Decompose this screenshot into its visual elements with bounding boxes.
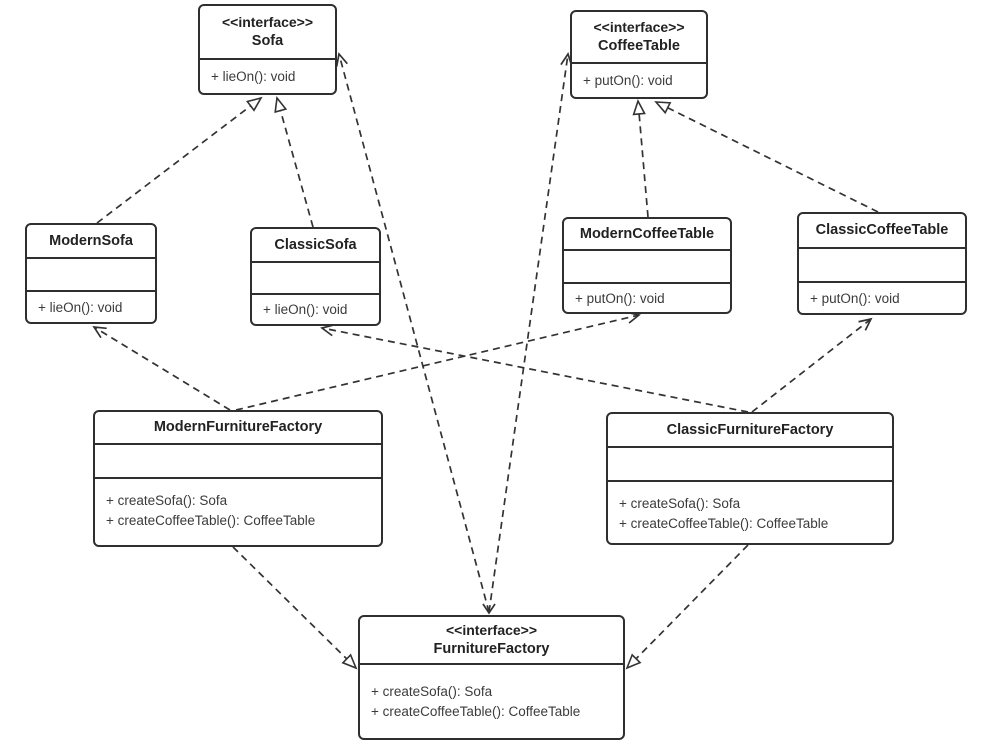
- method-label: + createSofa(): Sofa: [371, 684, 493, 699]
- edge-modern-furniture-factory-creates-modern-sofa: [93, 326, 231, 411]
- class-title: ClassicCoffeeTable: [799, 214, 965, 247]
- edge-furniture-factory-returns-sofa: [338, 53, 490, 613]
- stereotype-label: <<interface>>: [221, 14, 314, 31]
- class-box-sofa: <<interface>> Sofa + lieOn(): void: [198, 4, 337, 95]
- class-title: ClassicFurnitureFactory: [608, 414, 892, 446]
- class-box-classic-coffee-table: ClassicCoffeeTable + putOn(): void: [797, 212, 967, 315]
- class-name: Sofa: [251, 32, 284, 49]
- class-attributes-empty: [252, 261, 379, 293]
- class-methods: + putOn(): void: [564, 282, 730, 312]
- class-methods: + lieOn(): void: [200, 58, 335, 93]
- class-title: ModernSofa: [27, 225, 155, 257]
- class-methods: + putOn(): void: [572, 62, 706, 97]
- class-name: FurnitureFactory: [433, 640, 550, 657]
- edge-classic-furniture-factory-creates-classic-coffee-table: [751, 318, 872, 413]
- class-title: <<interface>> FurnitureFactory: [360, 617, 623, 663]
- class-attributes-empty: [564, 249, 730, 282]
- method-label: + createCoffeeTable(): CoffeeTable: [371, 704, 581, 719]
- class-title: ModernFurnitureFactory: [95, 412, 381, 443]
- furniture-factory-junction-arrowhead: [482, 603, 496, 615]
- class-title: ModernCoffeeTable: [564, 219, 730, 249]
- class-attributes-empty: [799, 247, 965, 281]
- class-name: ClassicSofa: [274, 236, 357, 253]
- class-box-furniture-factory: <<interface>> FurnitureFactory + createS…: [358, 615, 625, 740]
- class-methods: + putOn(): void: [799, 281, 965, 313]
- class-attributes-empty: [27, 257, 155, 290]
- edge-modern-coffee-table-implements-coffee-table: [637, 100, 649, 218]
- method-label: + createCoffeeTable(): CoffeeTable: [106, 513, 316, 528]
- class-attributes-empty: [608, 446, 892, 480]
- class-title: <<interface>> Sofa: [200, 6, 335, 58]
- class-title: <<interface>> CoffeeTable: [572, 12, 706, 62]
- method-label: + lieOn(): void: [38, 299, 123, 315]
- class-box-classic-sofa: ClassicSofa + lieOn(): void: [250, 227, 381, 326]
- method-label: + putOn(): void: [583, 73, 673, 88]
- method-label: + lieOn(): void: [211, 69, 296, 84]
- stereotype-label: <<interface>>: [445, 622, 538, 639]
- class-methods: + createSofa(): Sofa + createCoffeeTable…: [95, 477, 381, 545]
- method-label: + createCoffeeTable(): CoffeeTable: [619, 516, 829, 531]
- edge-modern-furniture-factory-creates-modern-coffee-table: [235, 314, 640, 411]
- edge-classic-furniture-factory-implements-furniture-factory: [626, 544, 749, 669]
- class-box-modern-sofa: ModernSofa + lieOn(): void: [25, 223, 157, 324]
- class-name: ClassicCoffeeTable: [815, 222, 949, 239]
- class-methods: + lieOn(): void: [252, 293, 379, 324]
- class-title: ClassicSofa: [252, 229, 379, 261]
- edge-furniture-factory-returns-coffee-table: [488, 53, 569, 613]
- edge-classic-furniture-factory-creates-classic-sofa: [321, 327, 749, 413]
- stereotype-label: <<interface>>: [593, 19, 685, 36]
- class-methods: + lieOn(): void: [27, 290, 155, 322]
- edge-modern-sofa-implements-sofa: [96, 97, 262, 224]
- class-box-modern-furniture-factory: ModernFurnitureFactory + createSofa(): S…: [93, 410, 383, 547]
- class-name: ClassicFurnitureFactory: [666, 421, 834, 438]
- class-methods: + createSofa(): Sofa + createCoffeeTable…: [360, 663, 623, 738]
- class-box-coffee-table: <<interface>> CoffeeTable + putOn(): voi…: [570, 10, 708, 99]
- edge-modern-furniture-factory-implements-furniture-factory: [232, 546, 357, 669]
- class-box-modern-coffee-table: ModernCoffeeTable + putOn(): void: [562, 217, 732, 314]
- edge-classic-coffee-table-implements-coffee-table: [655, 101, 879, 213]
- method-label: + createSofa(): Sofa: [619, 496, 741, 511]
- class-attributes-empty: [95, 443, 381, 477]
- edge-classic-sofa-implements-sofa: [276, 97, 314, 228]
- class-methods: + createSofa(): Sofa + createCoffeeTable…: [608, 480, 892, 543]
- class-name: ModernFurnitureFactory: [153, 419, 323, 436]
- method-label: + putOn(): void: [575, 290, 665, 306]
- method-label: + createSofa(): Sofa: [106, 493, 228, 508]
- class-name: ModernCoffeeTable: [579, 225, 715, 242]
- class-box-classic-furniture-factory: ClassicFurnitureFactory + createSofa(): …: [606, 412, 894, 545]
- class-name: CoffeeTable: [598, 37, 680, 54]
- class-name: ModernSofa: [49, 232, 133, 249]
- method-label: + lieOn(): void: [263, 302, 348, 317]
- method-label: + putOn(): void: [810, 290, 900, 306]
